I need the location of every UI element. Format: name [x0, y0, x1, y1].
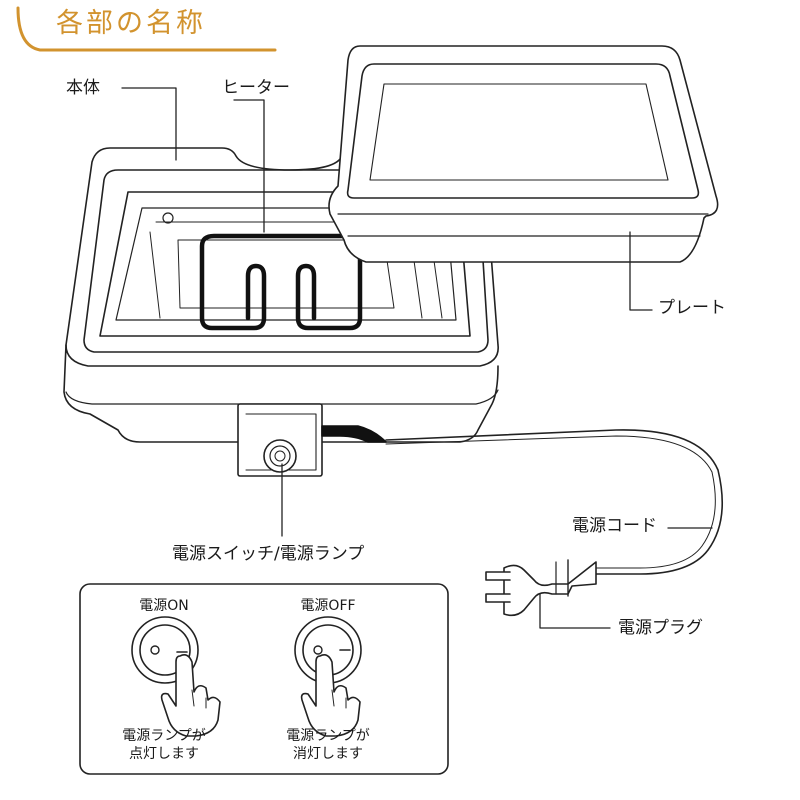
caption-off: 電源ランプが 消灯します: [268, 728, 388, 763]
title-underline: [16, 6, 277, 52]
hand-press-icon: [160, 654, 221, 737]
caption-off-line1: 電源ランプが: [286, 728, 370, 744]
hand-press-icon: [300, 654, 361, 737]
caption-on-line2: 点灯します: [129, 745, 199, 762]
switch-explanation-box: [79, 583, 449, 775]
label-plate: プレート: [658, 298, 726, 318]
power-cord: [385, 429, 723, 575]
label-power-cord: 電源コード: [572, 516, 657, 536]
caption-on: 電源ランプが 点灯します: [104, 728, 224, 763]
label-switch-lamp: 電源スイッチ/電源ランプ: [172, 544, 365, 564]
rocker-switch-icon: [131, 616, 199, 684]
caption-off-line2: 消灯します: [293, 745, 363, 762]
label-heater: ヒーター: [222, 78, 290, 98]
page-title: 各部の名称: [56, 8, 206, 39]
state-on-label: 電源ON: [139, 598, 189, 614]
plug-icon: [485, 559, 597, 617]
caption-on-line1: 電源ランプが: [122, 728, 206, 744]
heater-element: [199, 233, 363, 331]
plate-illustration: [328, 45, 719, 263]
leader-lines: [121, 87, 713, 629]
label-body: 本体: [66, 78, 100, 98]
state-off-label: 電源OFF: [300, 598, 356, 614]
label-plug: 電源プラグ: [618, 618, 703, 638]
